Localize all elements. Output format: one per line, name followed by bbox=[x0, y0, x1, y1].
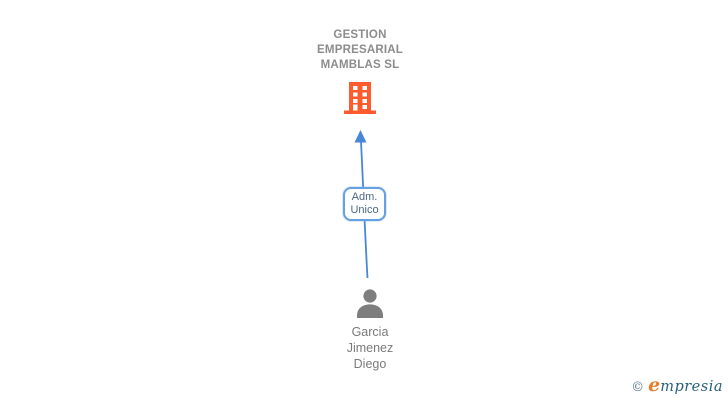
company-name-line: GESTION bbox=[333, 29, 387, 41]
person-name-line: Jimenez bbox=[346, 341, 394, 355]
building-icon bbox=[280, 82, 440, 116]
person-node[interactable]: Garcia Jimenez Diego bbox=[340, 289, 400, 372]
person-icon bbox=[340, 289, 400, 319]
company-name-line: MAMBLAS SL bbox=[320, 59, 400, 71]
company-name: GESTION EMPRESARIAL MAMBLAS SL bbox=[280, 28, 440, 73]
person-name-line: Garcia bbox=[351, 325, 389, 339]
brand-text: mpresia bbox=[660, 379, 723, 395]
company-node[interactable]: GESTION EMPRESARIAL MAMBLAS SL bbox=[280, 28, 440, 116]
empresia-logo[interactable]: © e mpresia bbox=[631, 374, 723, 396]
person-name: Garcia Jimenez Diego bbox=[340, 324, 400, 372]
person-name-line: Diego bbox=[353, 357, 387, 371]
copyright-icon: © bbox=[631, 380, 645, 395]
relationship-box[interactable]: Adm. Unico bbox=[343, 187, 386, 221]
company-name-line: EMPRESARIAL bbox=[317, 44, 403, 56]
brand-initial: e bbox=[648, 374, 661, 396]
relationship-label-line: Adm. bbox=[351, 191, 378, 203]
relationship-label-line: Unico bbox=[350, 204, 379, 216]
